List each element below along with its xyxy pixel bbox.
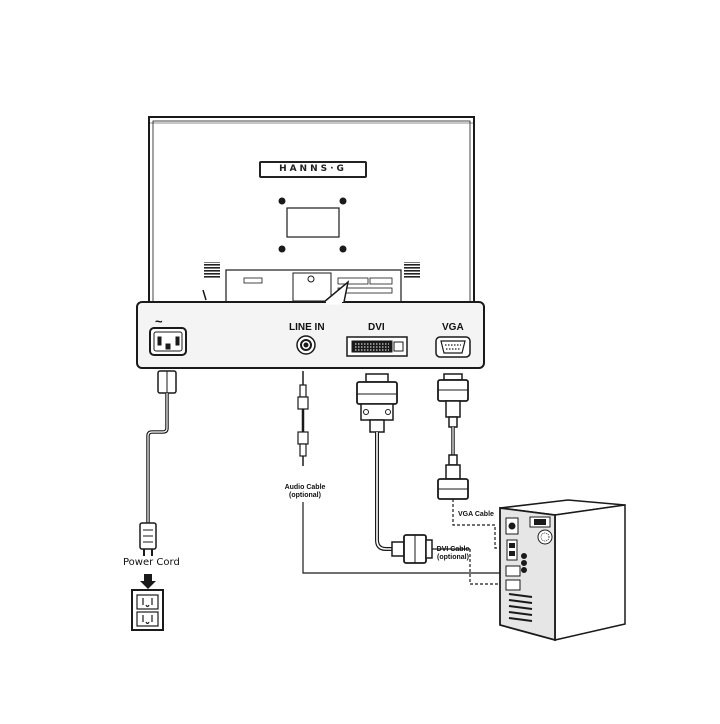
- line-in-jack: [297, 336, 315, 354]
- vesa-screw-icon: [340, 246, 346, 252]
- dvi-cable: [357, 374, 505, 584]
- vesa-screw-icon: [340, 198, 346, 204]
- audio-cable-label-line2: (optional): [282, 492, 328, 500]
- ac-power-inlet: [150, 328, 186, 355]
- wall-outlet-icon: [132, 590, 163, 630]
- dvi-cable-label: DVI Cable (optional): [433, 546, 473, 562]
- dvi-cable-label-line2: (optional): [433, 554, 473, 562]
- brand-logo: HANNS·G: [259, 161, 367, 178]
- computer-tower: [500, 500, 625, 640]
- audio-cable-label-line1: Audio Cable: [282, 484, 328, 492]
- vent-right: [404, 262, 420, 279]
- line-in-label: LINE IN: [289, 322, 325, 333]
- vesa-screw-icon: [279, 246, 285, 252]
- monitor-back: [149, 117, 474, 307]
- vga-port: [436, 337, 470, 357]
- vga-label: VGA: [442, 322, 464, 333]
- audio-cable-label: Audio Cable (optional): [282, 484, 328, 500]
- dvi-label: DVI: [368, 322, 385, 333]
- dvi-port: [347, 337, 407, 356]
- dvi-cable-label-line1: DVI Cable: [433, 546, 473, 554]
- down-arrow-icon: [140, 574, 156, 589]
- power-cord: [140, 371, 176, 556]
- vesa-screw-icon: [279, 198, 285, 204]
- power-cord-label: Power Cord: [123, 557, 180, 568]
- power-symbol-icon: ~: [155, 314, 163, 329]
- vga-cable-label: VGA Cable: [458, 511, 494, 519]
- vent-left: [204, 262, 220, 279]
